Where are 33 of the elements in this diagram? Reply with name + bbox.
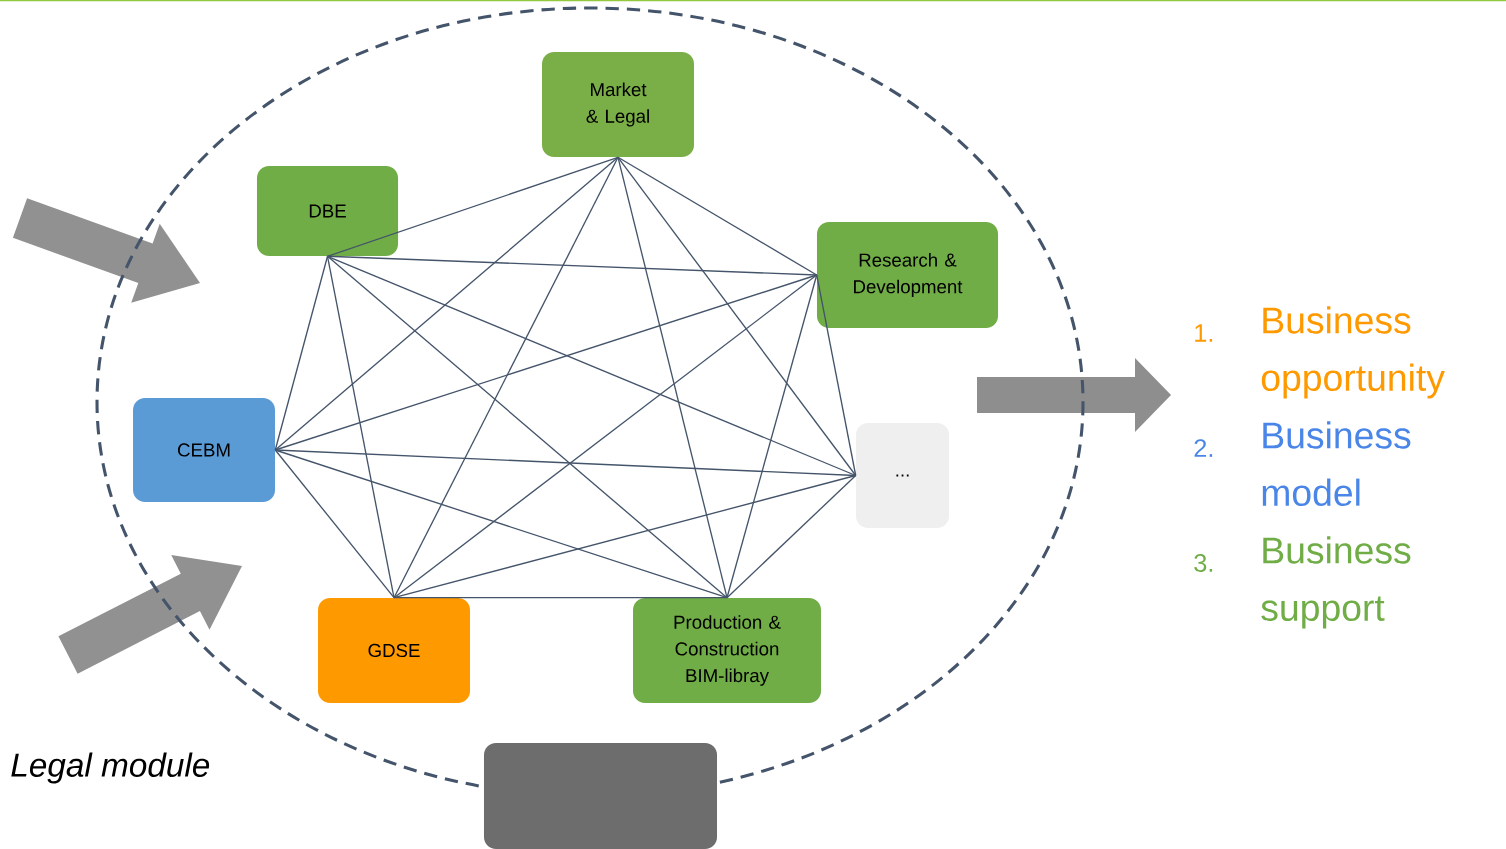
module-box: Production & Construction BIM-libray	[633, 597, 821, 704]
list-number: 3.	[1194, 554, 1213, 572]
connector-line	[726, 274, 818, 599]
connector-line	[393, 597, 728, 599]
connector-line	[326, 255, 857, 477]
list-number: 1.	[1195, 324, 1213, 342]
list-number: 2.	[1194, 439, 1213, 457]
module-box: GDSE	[318, 597, 470, 704]
module-box: CEBM	[133, 398, 275, 502]
connector-line	[617, 156, 728, 599]
connector-line	[816, 274, 857, 477]
connector-line	[274, 255, 329, 451]
connector-line	[274, 449, 395, 599]
connector-line	[726, 474, 857, 599]
connector-line	[617, 156, 818, 276]
connector-line	[326, 255, 395, 599]
connector-line	[393, 156, 619, 599]
empty-box	[484, 743, 718, 849]
list-item: Business model	[1262, 421, 1411, 506]
module-box: Market & Legal	[542, 51, 694, 158]
list-item: Business support	[1261, 536, 1411, 629]
connector-line	[274, 449, 728, 599]
connector-line	[393, 274, 818, 599]
module-box: Research & Development	[817, 222, 999, 328]
caption-text: Legal module	[11, 752, 210, 784]
connector-line	[326, 156, 619, 257]
connector-line	[393, 474, 857, 599]
list-item: Business opportunity	[1261, 306, 1445, 399]
connector-line	[274, 156, 619, 451]
connector-line	[326, 255, 728, 599]
module-box: DBE	[257, 166, 399, 256]
module-box: ...	[856, 422, 950, 529]
connector-line	[617, 156, 857, 477]
